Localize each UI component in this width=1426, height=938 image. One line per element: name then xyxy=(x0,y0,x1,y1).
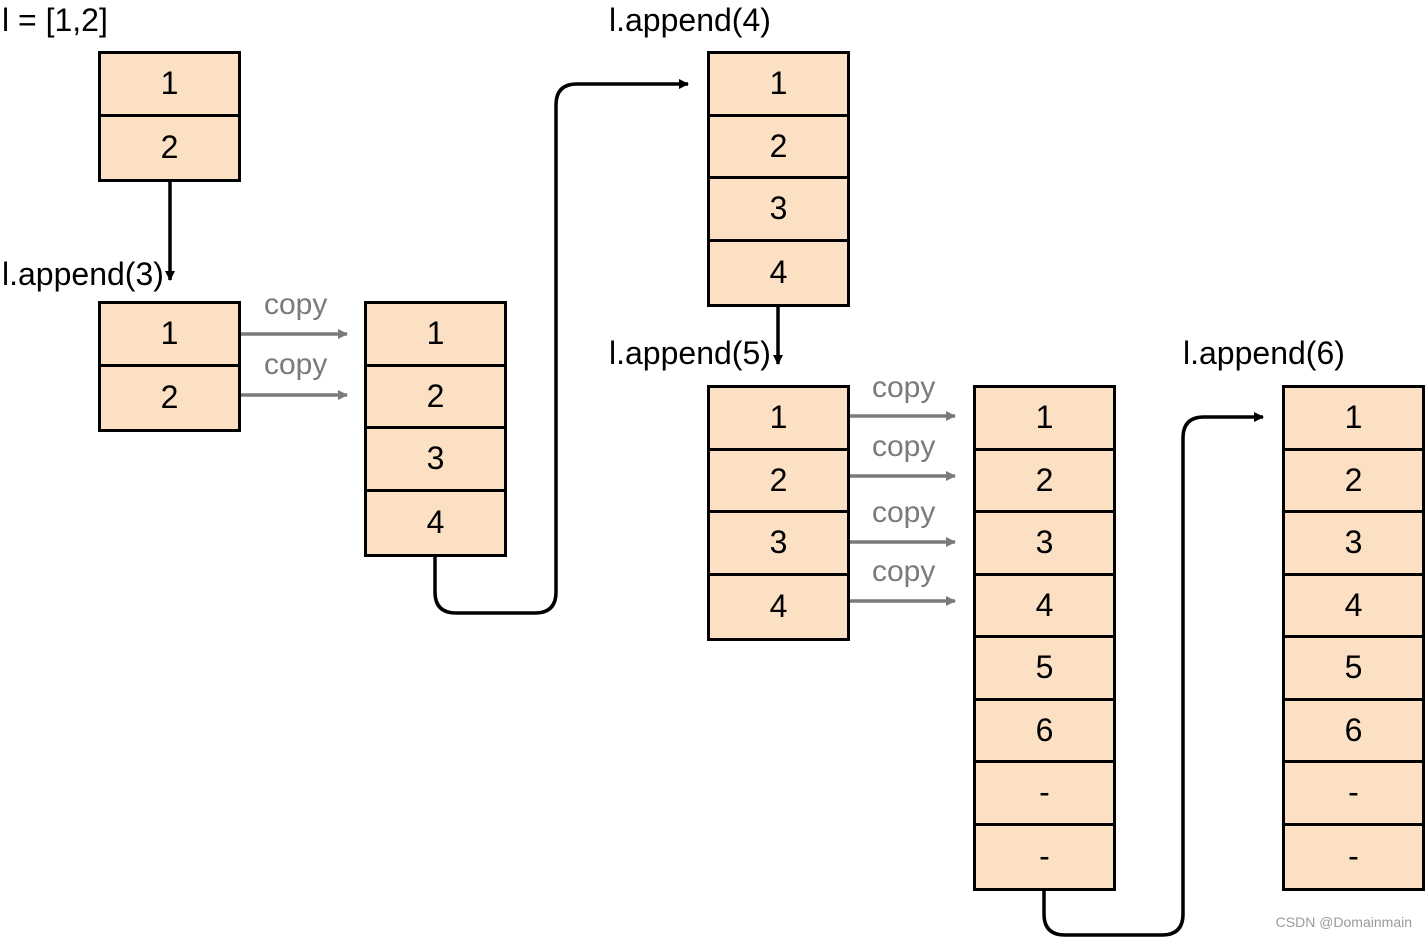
watermark: CSDN @Domainmain xyxy=(1275,914,1412,930)
array-cell: 1 xyxy=(1285,388,1422,451)
array-after-append-6: 1 2 3 4 5 6 - - xyxy=(1282,385,1425,891)
array-cell: 2 xyxy=(367,367,504,429)
array-cell: 2 xyxy=(160,379,179,416)
array-after-append-4: 1 2 3 4 xyxy=(707,51,850,307)
array-before-append-3: 1 2 xyxy=(98,301,241,432)
array-cell: - xyxy=(976,763,1113,826)
array-cell: 1 xyxy=(710,388,847,451)
flow-arrow-3-to-4 xyxy=(433,79,689,615)
array-cell: 3 xyxy=(976,513,1113,576)
array-cell: 4 xyxy=(976,576,1113,638)
array-cell: 2 xyxy=(1285,451,1422,513)
array-cell: 3 xyxy=(1285,513,1422,576)
array-before-append-5: 1 2 3 4 xyxy=(707,385,850,641)
array-initial: 1 2 xyxy=(98,51,241,182)
array-cell: 6 xyxy=(976,701,1113,763)
copy-label: copy xyxy=(264,348,328,381)
array-cell: 3 xyxy=(367,429,504,492)
copy-label: copy xyxy=(872,430,936,463)
array-cell: 4 xyxy=(769,588,788,625)
label-init: l = [1,2] xyxy=(2,2,108,38)
array-cell: 3 xyxy=(710,179,847,242)
array-after-append-3: 1 2 3 4 xyxy=(364,301,507,557)
array-after-append-5: 1 2 3 4 5 6 - - xyxy=(973,385,1116,891)
array-cell: 2 xyxy=(710,451,847,513)
array-cell: 6 xyxy=(1285,701,1422,763)
array-cell: 1 xyxy=(367,304,504,367)
array-cell: 5 xyxy=(1285,638,1422,701)
array-cell: 1 xyxy=(101,304,238,367)
array-cell: 4 xyxy=(1285,576,1422,638)
flow-arrow-6-to-7 xyxy=(1042,412,1264,937)
label-append-3: l.append(3) xyxy=(2,256,164,292)
array-cell: - xyxy=(1285,763,1422,826)
array-cell: 4 xyxy=(769,254,788,291)
array-cell: 1 xyxy=(101,54,238,117)
array-cell: 4 xyxy=(426,504,445,541)
label-append-6: l.append(6) xyxy=(1183,335,1345,371)
array-cell: 2 xyxy=(710,117,847,179)
array-cell: 1 xyxy=(710,54,847,117)
array-cell: 3 xyxy=(710,513,847,576)
array-cell: 5 xyxy=(976,638,1113,701)
label-append-5: l.append(5) xyxy=(609,335,771,371)
array-cell: 2 xyxy=(160,129,179,166)
array-cell: 2 xyxy=(976,451,1113,513)
copy-label: copy xyxy=(872,496,936,529)
array-cell: 1 xyxy=(976,388,1113,451)
copy-label: copy xyxy=(872,371,936,404)
copy-label: copy xyxy=(872,555,936,588)
array-cell: - xyxy=(1039,838,1050,875)
copy-label: copy xyxy=(264,288,328,321)
array-cell: - xyxy=(1348,838,1359,875)
label-append-4: l.append(4) xyxy=(609,2,771,38)
